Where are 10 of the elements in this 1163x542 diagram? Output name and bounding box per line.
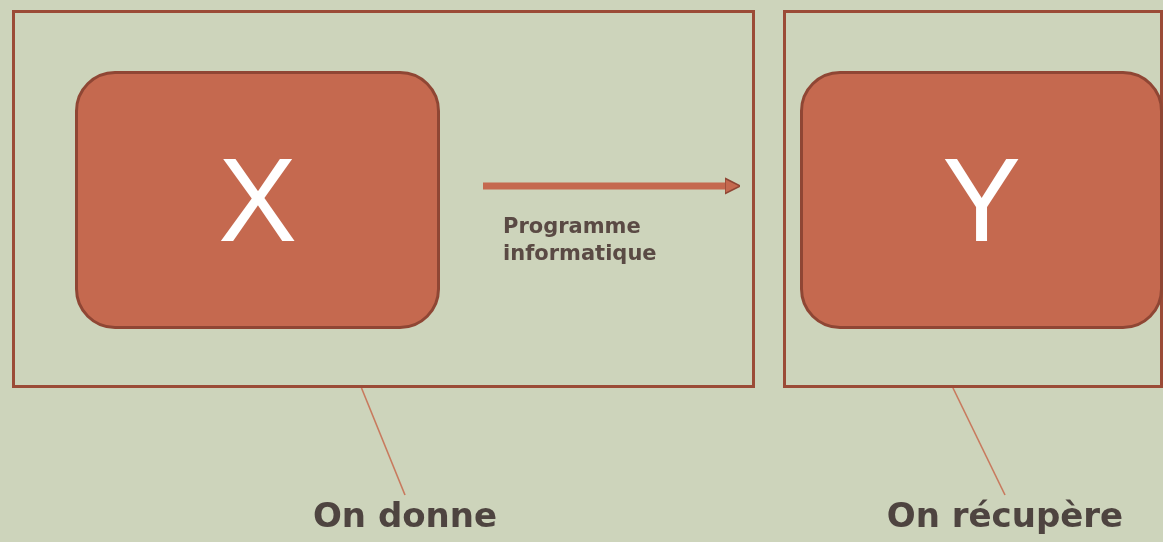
caption-text: On donne: [300, 495, 510, 541]
leader-line: [952, 387, 1006, 496]
rounded-box: [75, 71, 440, 329]
box-label: X: [218, 141, 297, 259]
frame-box: [12, 10, 755, 388]
rounded-box: [800, 71, 1163, 329]
leader-line: [360, 387, 406, 496]
frame-box: [783, 10, 1163, 388]
box-label: Y: [942, 141, 1021, 259]
caption-text: On récupère: [870, 495, 1140, 541]
